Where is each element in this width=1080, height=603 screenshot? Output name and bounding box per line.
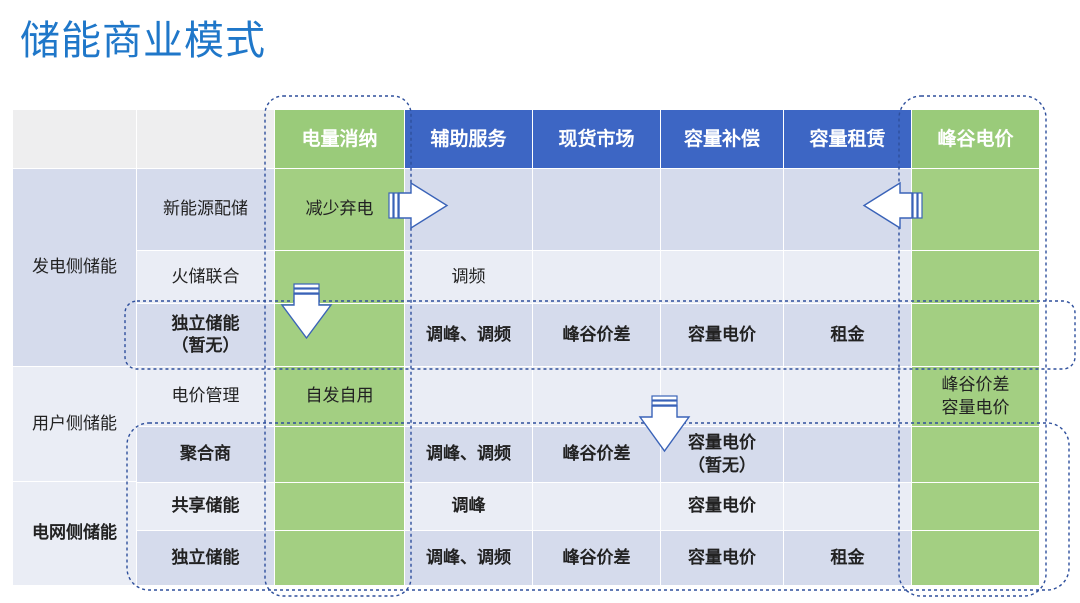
col-header-capacity-comp: 容量补偿	[661, 110, 783, 168]
group-label-generation: 发电侧储能	[13, 169, 136, 366]
table-cell	[661, 367, 783, 426]
row-label: 共享储能	[137, 483, 274, 530]
table-cell	[784, 367, 911, 426]
table-cell: 峰谷价差 容量电价	[912, 367, 1039, 426]
table-cell	[533, 483, 660, 530]
row-label: 火储联合	[137, 251, 274, 303]
table-cell	[784, 169, 911, 250]
table-cell	[912, 427, 1039, 482]
table-cell	[661, 169, 783, 250]
table-cell: 调峰、调频	[405, 531, 532, 585]
table-cell	[912, 169, 1039, 250]
table-cell: 容量电价	[661, 304, 783, 366]
table-cell: 容量电价	[661, 531, 783, 585]
table-cell	[533, 169, 660, 250]
table-cell: 调峰、调频	[405, 427, 532, 482]
table-cell: 自发自用	[275, 367, 404, 426]
table-cell	[275, 483, 404, 530]
col-header-ancillary: 辅助服务	[405, 110, 532, 168]
table-cell: 峰谷价差	[533, 304, 660, 366]
row-label: 聚合商	[137, 427, 274, 482]
table-cell: 调峰、调频	[405, 304, 532, 366]
table-cell	[275, 531, 404, 585]
table-cell	[275, 427, 404, 482]
table-cell: 容量电价 （暂无）	[661, 427, 783, 482]
table-cell	[275, 251, 404, 303]
table-cell	[912, 531, 1039, 585]
table-cell	[912, 304, 1039, 366]
table-cell	[784, 251, 911, 303]
table-cell: 峰谷价差	[533, 531, 660, 585]
table-cell: 调频	[405, 251, 532, 303]
table-cell	[405, 169, 532, 250]
table-cell	[784, 483, 911, 530]
group-label-user: 用户侧储能	[13, 367, 136, 481]
header-corner	[137, 110, 274, 168]
table-cell	[912, 251, 1039, 303]
page-title: 储能商业模式	[20, 18, 266, 64]
table-cell: 容量电价	[661, 483, 783, 530]
row-label: 独立储能	[137, 531, 274, 585]
row-label: 新能源配储	[137, 169, 274, 250]
col-header-consumption: 电量消纳	[275, 110, 404, 168]
table-cell	[405, 367, 532, 426]
table-cell	[275, 304, 404, 366]
table-cell	[912, 483, 1039, 530]
group-label-grid: 电网侧储能	[13, 482, 136, 585]
col-header-capacity-lease: 容量租赁	[784, 110, 911, 168]
table-cell	[533, 251, 660, 303]
table-cell: 租金	[784, 531, 911, 585]
table-cell: 峰谷价差	[533, 427, 660, 482]
row-label: 独立储能 （暂无）	[137, 304, 274, 366]
table-cell: 减少弃电	[275, 169, 404, 250]
table-cell: 调峰	[405, 483, 532, 530]
table-cell: 租金	[784, 304, 911, 366]
col-header-peak-valley: 峰谷电价	[912, 110, 1039, 168]
row-label: 电价管理	[137, 367, 274, 426]
header-corner	[13, 110, 136, 168]
table-cell	[784, 427, 911, 482]
table-cell	[661, 251, 783, 303]
col-header-spot: 现货市场	[533, 110, 660, 168]
table-cell	[533, 367, 660, 426]
